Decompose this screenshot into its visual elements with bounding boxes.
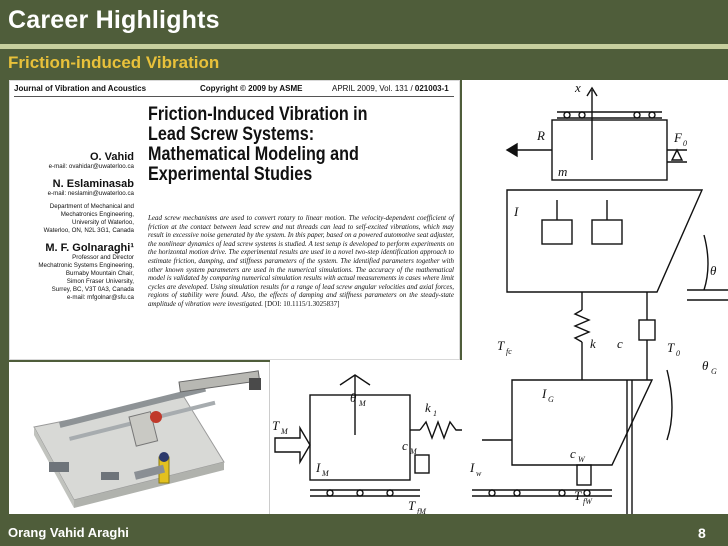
issue-id: 021003-1 [414, 84, 449, 93]
title-underline-bar [0, 44, 728, 49]
label-m: m [558, 164, 567, 179]
affiliation-line: Mechatronic Systems Engineering, [38, 262, 134, 269]
paper-title-line: Friction-Induced Vibration in [148, 104, 368, 125]
lead-screw-model-schematic: x R F 0 m I k c θ T fc T 0 θ G I G c W T… [469, 80, 728, 514]
author-name: M. F. Golnaraghi¹ [45, 242, 134, 254]
author-block: O. Vahid e-mail: ovahidar@uwaterloo.ca N… [16, 149, 134, 302]
label-IM-sub: M [321, 469, 330, 478]
affiliation-line: University of Waterloo, [71, 219, 134, 226]
label-Iw: I [469, 460, 475, 475]
lead-screw-test-rig-render [9, 362, 270, 514]
label-I: I [513, 204, 519, 219]
paper-front-page-image: Journal of Vibration and Acoustics Copyr… [9, 80, 460, 360]
label-T0: T [667, 340, 675, 355]
slide-page-number: 8 [698, 525, 706, 541]
copyright-line: Copyright © 2009 by ASME [200, 84, 303, 93]
label-IM: I [315, 460, 321, 475]
label-Tfc: T [497, 338, 505, 353]
affiliation-line: Burnaby Mountain Chair, [65, 270, 134, 277]
label-TfM-sub: fM [417, 507, 427, 514]
label-TfW-sub: fW [583, 497, 593, 506]
label-F0-sub: 0 [683, 139, 687, 148]
paper-title: Friction-Induced Vibration in Lead Screw… [148, 105, 403, 185]
slide-title: Career Highlights [8, 6, 220, 34]
label-IG-sub: G [548, 395, 554, 404]
label-c: c [617, 336, 623, 351]
schematic-diagram-lower: θ M k 1 T M I M c M T fM [270, 360, 462, 516]
label-TM-sub: M [280, 427, 289, 436]
issue-line: APRIL 2009, Vol. 131 / 021003-1 [332, 84, 449, 93]
label-cW: c [570, 446, 576, 461]
author-name: O. Vahid [89, 151, 134, 163]
label-cM-sub: M [409, 447, 418, 456]
doi: [DOI: 10.1115/1.3025837] [264, 299, 340, 308]
label-Tfc-sub: fc [506, 347, 512, 356]
affiliation-line: Department of Mechanical and [49, 203, 134, 210]
affiliation-line: Mechatronics Engineering, [60, 211, 134, 218]
issue-date: APRIL 2009, Vol. 131 [332, 84, 409, 93]
label-cM: c [402, 438, 408, 453]
affiliation-line: Surrey, BC, V3T 0A3, Canada [51, 286, 134, 293]
affiliation-line: Simon Fraser University, [66, 278, 134, 285]
paper-abstract: Lead screw mechanisms are used to conver… [148, 214, 454, 309]
footer-presenter-name: Orang Vahid Araghi [8, 525, 129, 540]
author-name: N. Eslaminasab [52, 178, 134, 190]
journal-name: Journal of Vibration and Acoustics [14, 84, 147, 93]
label-thetaG-sub: G [711, 367, 717, 376]
label-thetaM: θ [350, 390, 357, 405]
slide-subtitle: Friction-induced Vibration [8, 53, 220, 72]
author-email: e-mail: neslamin@uwaterloo.ca [47, 190, 134, 197]
label-IG: I [541, 386, 547, 401]
author-email: e-mail: ovahidar@uwaterloo.ca [48, 163, 134, 170]
label-F0: F [673, 130, 683, 145]
label-TfM: T [408, 498, 416, 513]
label-T0-sub: 0 [676, 349, 680, 358]
label-thetaG: θ [702, 358, 709, 373]
label-cW-sub: W [578, 455, 586, 464]
abstract-text: Lead screw mechanisms are used to conver… [148, 214, 454, 308]
label-x: x [574, 80, 581, 95]
paper-title-line: Mathematical Modeling and [148, 144, 359, 165]
paper-title-line: Experimental Studies [148, 164, 313, 185]
author-email: e-mail: mfgolnar@sfu.ca [66, 294, 134, 301]
schematic-diagram: x R F 0 m I k c θ T fc T 0 θ G I G c W T… [462, 80, 728, 514]
affiliation-line: Waterloo, ON, N2L 3G1, Canada [43, 227, 134, 234]
header-rule [14, 96, 454, 97]
label-k1-sub: 1 [433, 409, 437, 418]
label-k: k [590, 336, 596, 351]
label-TfW: T [574, 488, 582, 503]
test-rig-drawing [33, 370, 261, 508]
label-k1: k [425, 400, 431, 415]
label-R: R [536, 128, 545, 143]
affiliation-line: Professor and Director [72, 254, 134, 261]
label-theta: θ [710, 263, 717, 278]
label-thetaM-sub: M [358, 399, 367, 408]
paper-title-line: Lead Screw Systems: [148, 124, 315, 145]
label-TM: T [272, 418, 280, 433]
label-Iw-sub: w [476, 469, 482, 478]
motor-side-schematic: θ M k 1 T M I M c M T fM [272, 374, 462, 516]
